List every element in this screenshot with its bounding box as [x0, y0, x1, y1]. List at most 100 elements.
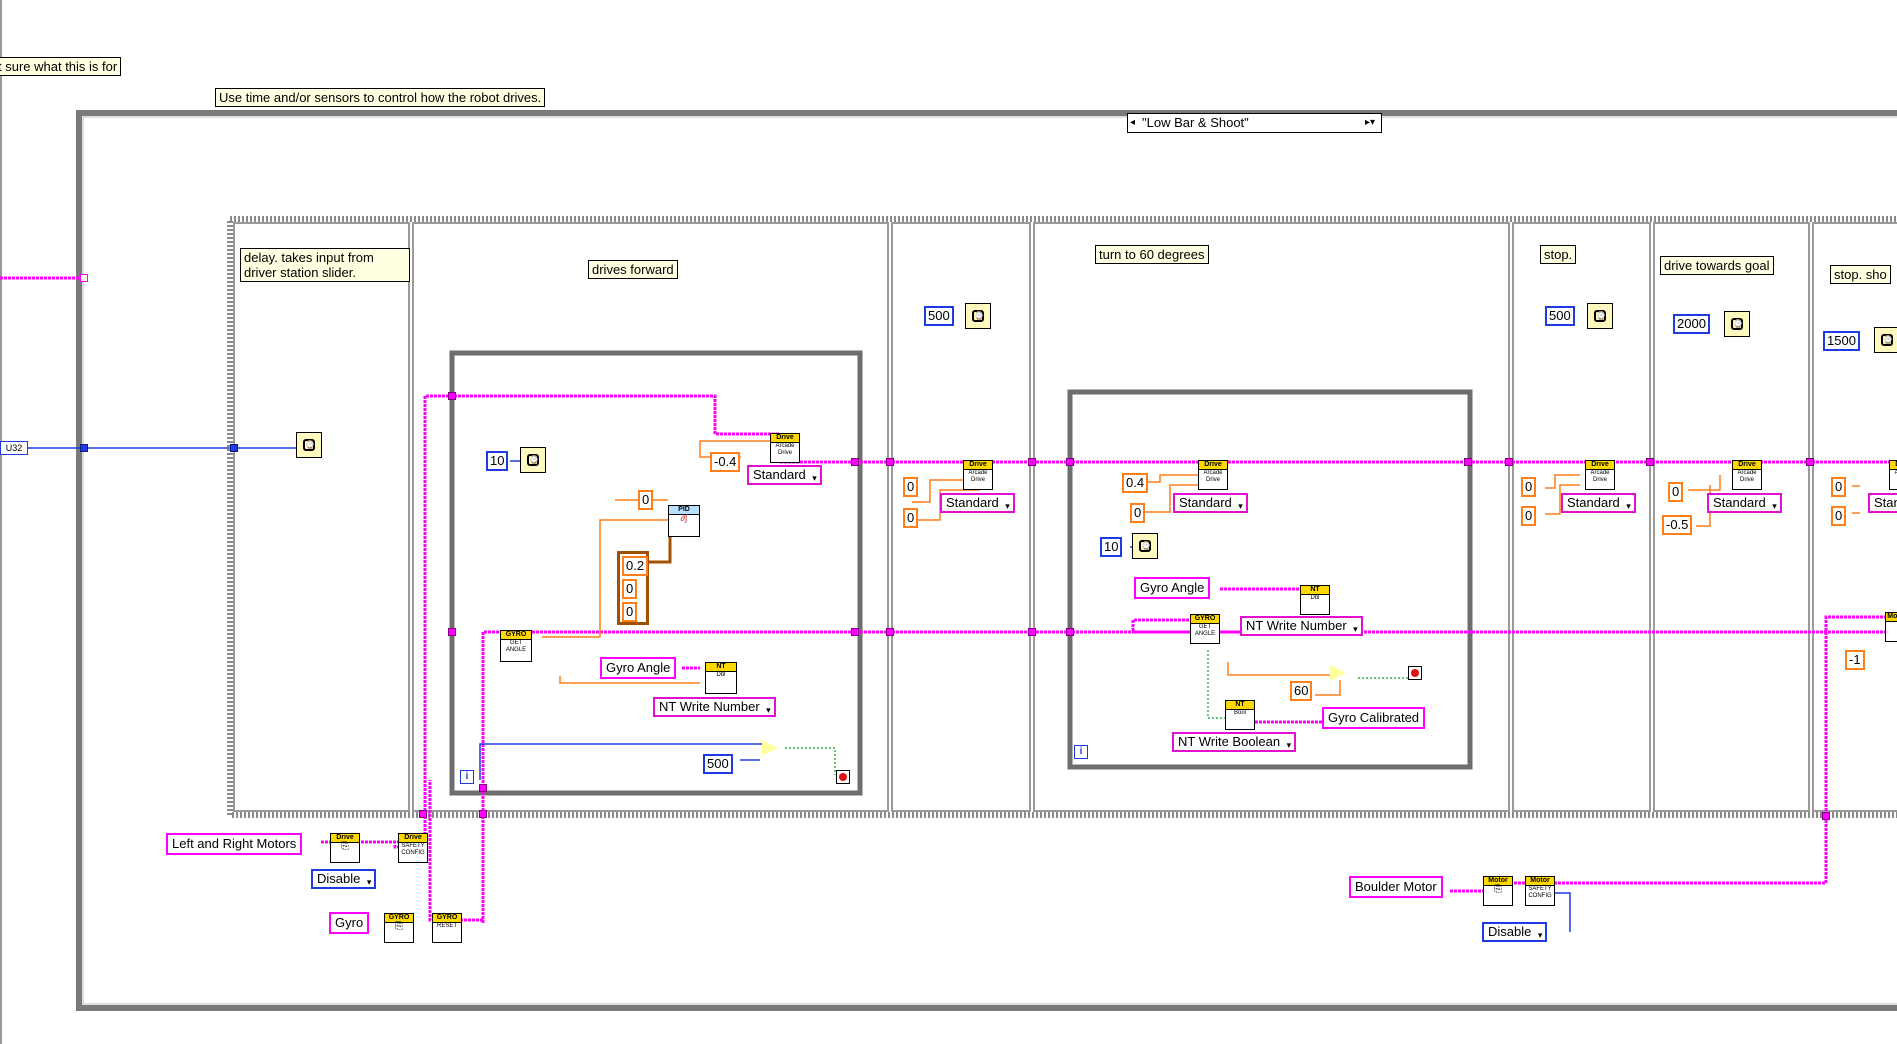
tunnel — [886, 628, 894, 636]
move-constant[interactable]: 0 — [903, 477, 919, 497]
target-angle-constant[interactable]: 60 — [1290, 681, 1313, 701]
tunnel — [448, 628, 456, 636]
greater-than-icon[interactable] — [762, 740, 778, 756]
tunnel — [851, 458, 859, 466]
pid-setpoint-constant[interactable]: 0 — [638, 490, 654, 510]
move-constant[interactable]: 0.4 — [1122, 473, 1149, 493]
wait-constant[interactable]: 500 — [1545, 306, 1575, 326]
frame-label-delay: delay. takes input from driver station s… — [240, 248, 410, 282]
gyro-angle-string[interactable]: Gyro Angle — [1134, 577, 1211, 599]
drive-open-vi[interactable]: Drive⎘ — [330, 833, 360, 863]
wait-ms-icon[interactable]: ⌚ — [520, 447, 546, 473]
nt-write-number-enum[interactable]: NT Write Number▾ — [1240, 616, 1363, 636]
pid-gain-p[interactable]: 0.2 — [622, 556, 649, 576]
case-selector-label: "Low Bar & Shoot" — [1142, 115, 1249, 130]
loop-stop-icon[interactable] — [1408, 666, 1422, 680]
iteration-icon: i — [1074, 745, 1088, 759]
rotate-constant[interactable]: -0.5 — [1662, 515, 1693, 535]
boulder-motor-string[interactable]: Boulder Motor — [1349, 876, 1443, 898]
motor-speed-constant[interactable]: -1 — [1845, 650, 1865, 670]
wait-ms-icon[interactable]: ⌚ — [1874, 327, 1897, 353]
u32-indicator[interactable]: U32 — [0, 441, 28, 455]
arcade-mode-enum[interactable]: Standard▾ — [940, 493, 1015, 513]
nt-write-boolean-enum[interactable]: NT Write Boolean▾ — [1172, 732, 1297, 752]
drive-safety-enum[interactable]: Disable▾ — [311, 869, 377, 889]
rotate-constant[interactable]: 0 — [1521, 506, 1537, 526]
case-tunnel-refnum — [80, 274, 88, 282]
wait-constant[interactable]: 10 — [1100, 537, 1123, 557]
move-constant[interactable]: 0 — [1831, 477, 1847, 497]
loop-stop-icon[interactable] — [836, 770, 850, 784]
tunnel — [1464, 458, 1472, 466]
motor-set-vi[interactable]: Motor — [1885, 612, 1897, 642]
gyro-calibrated-string[interactable]: Gyro Calibrated — [1322, 707, 1426, 729]
loop-limit-constant[interactable]: 500 — [703, 754, 733, 774]
greater-than-icon[interactable] — [1330, 665, 1346, 681]
wait-constant[interactable]: 2000 — [1673, 314, 1710, 334]
motor-safety-enum[interactable]: Disable▾ — [1482, 922, 1548, 942]
gyro-open-vi[interactable]: GYRO⎘ — [384, 913, 414, 943]
wait-ms-icon[interactable]: ⌚ — [1132, 533, 1158, 559]
rotate-constant[interactable]: 0 — [903, 508, 919, 528]
tunnel — [1066, 628, 1074, 636]
frame-label-drive-towards-goal: drive towards goal — [1660, 256, 1774, 275]
gyro-string[interactable]: Gyro — [329, 912, 370, 934]
tunnel — [448, 392, 456, 400]
wait-constant[interactable]: 10 — [486, 451, 509, 471]
tunnel — [1066, 458, 1074, 466]
rotate-constant[interactable]: -0.4 — [710, 452, 741, 472]
tunnel — [1806, 458, 1814, 466]
pid-gain-d[interactable]: 0 — [622, 602, 638, 622]
case-selector[interactable]: ◂ "Low Bar & Shoot" ▸▾ — [1127, 113, 1382, 133]
pid-vi[interactable]: PID ∂∫ — [668, 505, 700, 537]
gyro-angle-string[interactable]: Gyro Angle — [600, 657, 677, 679]
wait-ms-icon[interactable]: ⌚ — [296, 432, 322, 458]
wait-ms-icon[interactable]: ⌚ — [1724, 311, 1750, 337]
tunnel — [419, 810, 427, 818]
arcade-mode-enum[interactable]: Standard▾ — [1561, 493, 1636, 513]
wait-constant[interactable]: 1500 — [1823, 331, 1860, 351]
wait-ms-icon[interactable]: ⌚ — [1587, 303, 1613, 329]
wait-constant[interactable]: 500 — [924, 306, 954, 326]
case-selector-increment-icon[interactable]: ▸▾ — [1364, 117, 1375, 128]
case-selector-decrement-icon[interactable]: ◂ — [1130, 117, 1136, 128]
tunnel — [886, 458, 894, 466]
motor-open-vi[interactable]: Motor⎘ — [1483, 876, 1513, 906]
nt-write-number-enum[interactable]: NT Write Number▾ — [653, 697, 776, 717]
left-right-motors-string[interactable]: Left and Right Motors — [166, 833, 303, 855]
rotate-constant[interactable]: 0 — [1130, 503, 1146, 523]
comment-unknown-purpose: t sure what this is for — [0, 57, 122, 76]
tunnel — [851, 628, 859, 636]
rotate-constant[interactable]: 0 — [1831, 506, 1847, 526]
tunnel — [479, 810, 487, 818]
frame-label-turn-60: turn to 60 degrees — [1095, 245, 1209, 264]
pid-gains-cluster[interactable]: 0.2 0 0 — [617, 551, 649, 625]
move-constant[interactable]: 0 — [1668, 482, 1684, 502]
arcade-mode-enum[interactable]: Standard▾ — [747, 465, 822, 485]
arcade-mode-enum-clipped[interactable]: Stan — [1868, 493, 1897, 513]
pid-gain-i[interactable]: 0 — [622, 579, 638, 599]
while-loop-1 — [449, 350, 863, 796]
arcade-mode-enum[interactable]: Standard▾ — [1173, 493, 1248, 513]
wait-ms-icon[interactable]: ⌚ — [965, 303, 991, 329]
frame-label-stop-shoot: stop. sho — [1830, 265, 1891, 284]
sequence-tunnel — [230, 444, 238, 452]
move-constant[interactable]: 0 — [1521, 477, 1537, 497]
arcade-mode-enum[interactable]: Standard▾ — [1707, 493, 1782, 513]
frame-label-drives-forward: drives forward — [588, 260, 678, 279]
